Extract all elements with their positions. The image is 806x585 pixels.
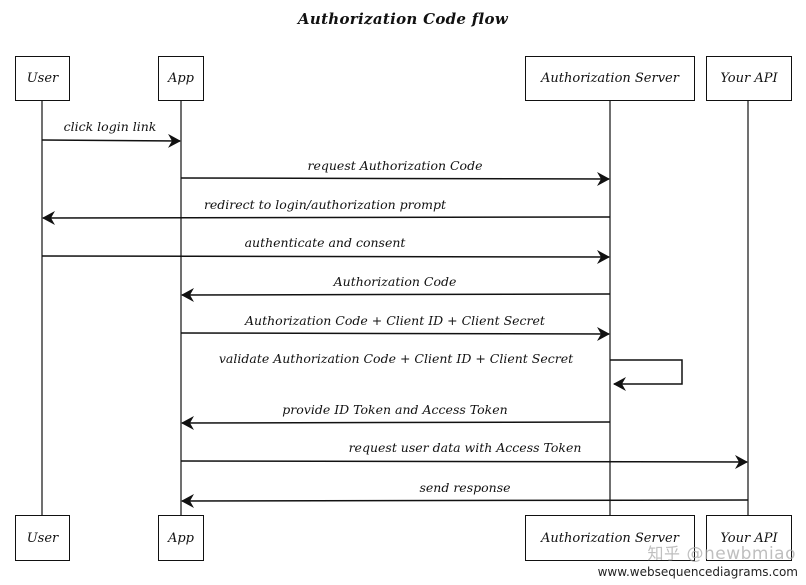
message-label-1: click login link: [63, 119, 157, 134]
message-arrow-7: [610, 359, 683, 391]
message-label-10: send response: [419, 480, 511, 495]
message-arrow-1: [41, 133, 181, 148]
participant-app-bottom: App: [158, 515, 204, 561]
message-label-3: redirect to login/authorization prompt: [203, 197, 447, 212]
participant-auth-top: Authorization Server: [525, 56, 695, 101]
participant-user-top: User: [15, 56, 70, 101]
message-arrow-9: [180, 454, 748, 469]
zhihu-watermark: 知乎 @newbmiao: [647, 540, 796, 564]
message-arrow-5: [181, 287, 611, 302]
message-arrow-6: [180, 326, 610, 341]
site-credit: www.websequencediagrams.com: [597, 565, 798, 579]
message-arrow-8: [181, 415, 611, 430]
message-arrow-2: [180, 171, 610, 186]
watermark-handle: @newbmiao: [686, 544, 796, 564]
participant-api-bottom: Your API: [706, 515, 792, 561]
message-label-6: Authorization Code + Client ID + Client …: [245, 313, 545, 328]
diagram-title: Authorization Code flow: [297, 10, 509, 28]
message-label-2: request Authorization Code: [307, 158, 483, 173]
watermark-site: 知乎: [647, 544, 681, 563]
participant-auth-bottom: Authorization Server: [525, 515, 695, 561]
message-label-7: validate Authorization Code + Client ID …: [218, 351, 574, 366]
participant-api-top: Your API: [706, 56, 792, 101]
message-label-5: Authorization Code: [333, 274, 457, 289]
participant-user-bottom: User: [15, 515, 70, 561]
message-label-4: authenticate and consent: [244, 235, 406, 250]
message-arrow-4: [41, 249, 610, 264]
message-arrow-10: [181, 493, 749, 508]
message-label-9: request user data with Access Token: [348, 440, 582, 455]
message-arrow-3: [42, 210, 611, 225]
participant-app-top: App: [158, 56, 204, 101]
message-label-8: provide ID Token and Access Token: [282, 402, 508, 417]
